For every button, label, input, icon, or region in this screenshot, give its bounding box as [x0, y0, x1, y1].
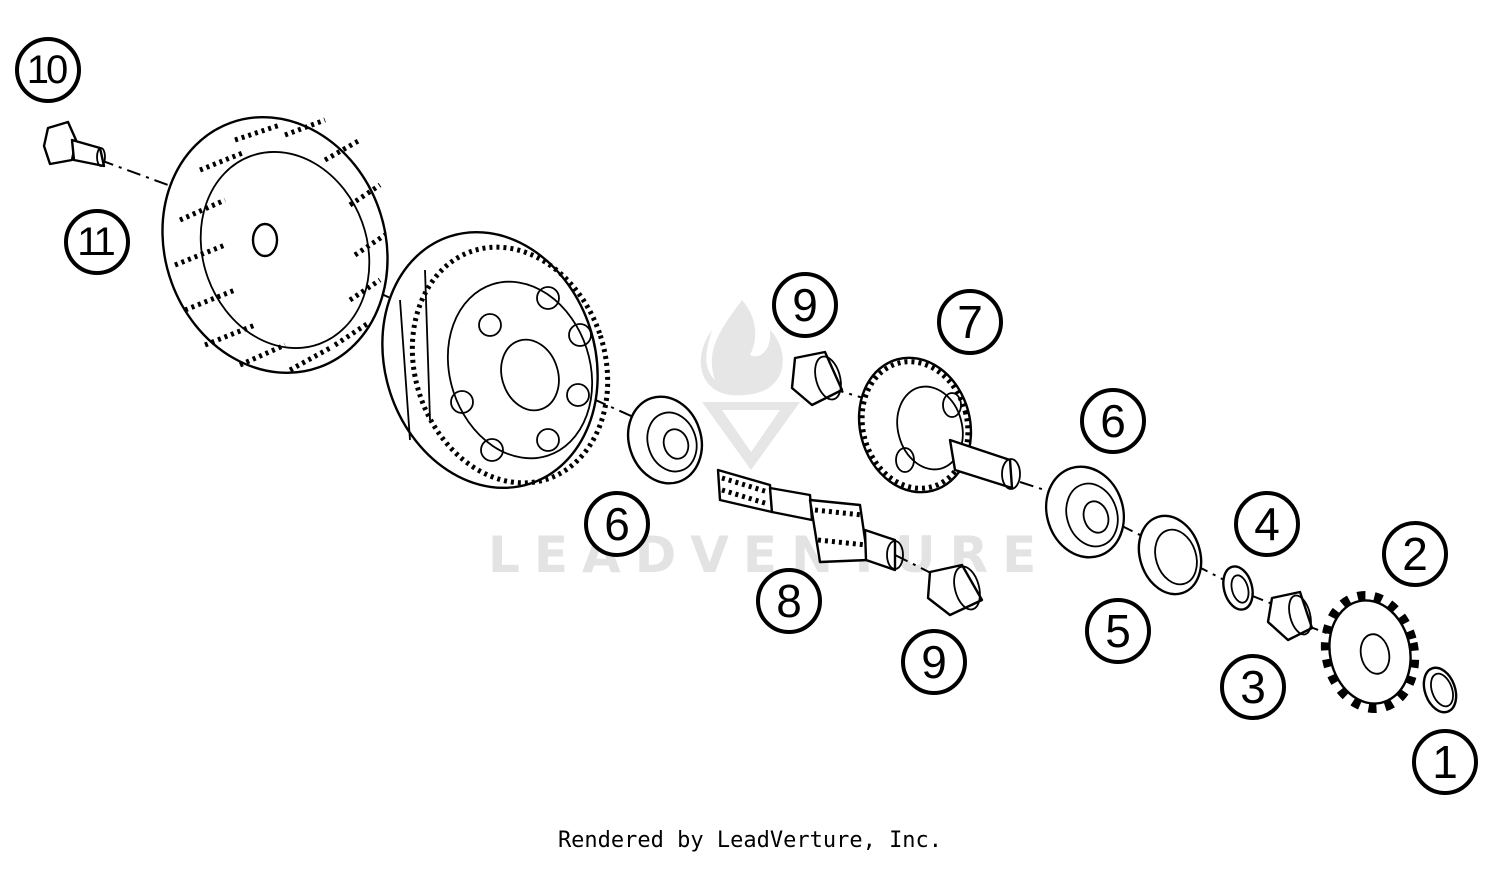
footer-credit: Rendered by LeadVerture, Inc. [557, 828, 943, 853]
callout-1[interactable]: 1 [1412, 729, 1478, 795]
callout-11[interactable]: 11 [64, 209, 130, 275]
callout-number: 3 [1240, 661, 1266, 713]
bolt-icon[interactable] [42, 120, 106, 168]
callout-number: 11 [77, 220, 114, 264]
callout-number: 2 [1402, 528, 1428, 580]
callout-number: 6 [1100, 395, 1126, 447]
circlip-icon[interactable] [1418, 663, 1462, 716]
callout-5[interactable]: 5 [1085, 598, 1151, 664]
needle-bearing-icon[interactable] [926, 563, 984, 617]
spacer-ring-icon[interactable] [1266, 590, 1315, 642]
callout-number: 1 [1432, 736, 1458, 788]
needle-bearing-icon[interactable] [790, 350, 845, 407]
callout-number: 8 [776, 575, 802, 627]
callout-number: 7 [957, 296, 983, 348]
callout-3[interactable]: 3 [1220, 654, 1286, 720]
gear-icon[interactable] [844, 345, 1021, 505]
callout-number: 6 [604, 498, 630, 550]
callout-4[interactable]: 4 [1234, 491, 1300, 557]
callout-number: 9 [921, 636, 947, 688]
callout-number: 10 [27, 48, 67, 92]
callout-6-right[interactable]: 6 [1080, 388, 1146, 454]
watermark-flame-icon [700, 300, 783, 396]
ball-bearing-icon[interactable] [1035, 457, 1136, 568]
callout-number: 9 [792, 279, 818, 331]
callout-6-left[interactable]: 6 [584, 491, 650, 557]
callout-10[interactable]: 10 [15, 37, 81, 103]
washer-icon[interactable] [1219, 563, 1257, 613]
primary-gear-icon[interactable] [350, 204, 637, 516]
clutch-basket-icon[interactable] [127, 85, 423, 405]
shaft-seal-icon[interactable] [1129, 508, 1211, 603]
callout-7[interactable]: 7 [937, 289, 1003, 355]
splined-shaft-icon[interactable] [716, 468, 904, 572]
ball-bearing-icon[interactable] [617, 387, 713, 493]
callout-9-upper[interactable]: 9 [772, 272, 838, 338]
callout-9-lower[interactable]: 9 [901, 629, 967, 695]
sprocket-icon[interactable] [1315, 587, 1425, 717]
callout-number: 5 [1105, 605, 1131, 657]
callout-number: 4 [1254, 498, 1280, 550]
watermark-v-icon [702, 402, 800, 470]
callout-8[interactable]: 8 [756, 568, 822, 634]
callout-2[interactable]: 2 [1382, 521, 1448, 587]
